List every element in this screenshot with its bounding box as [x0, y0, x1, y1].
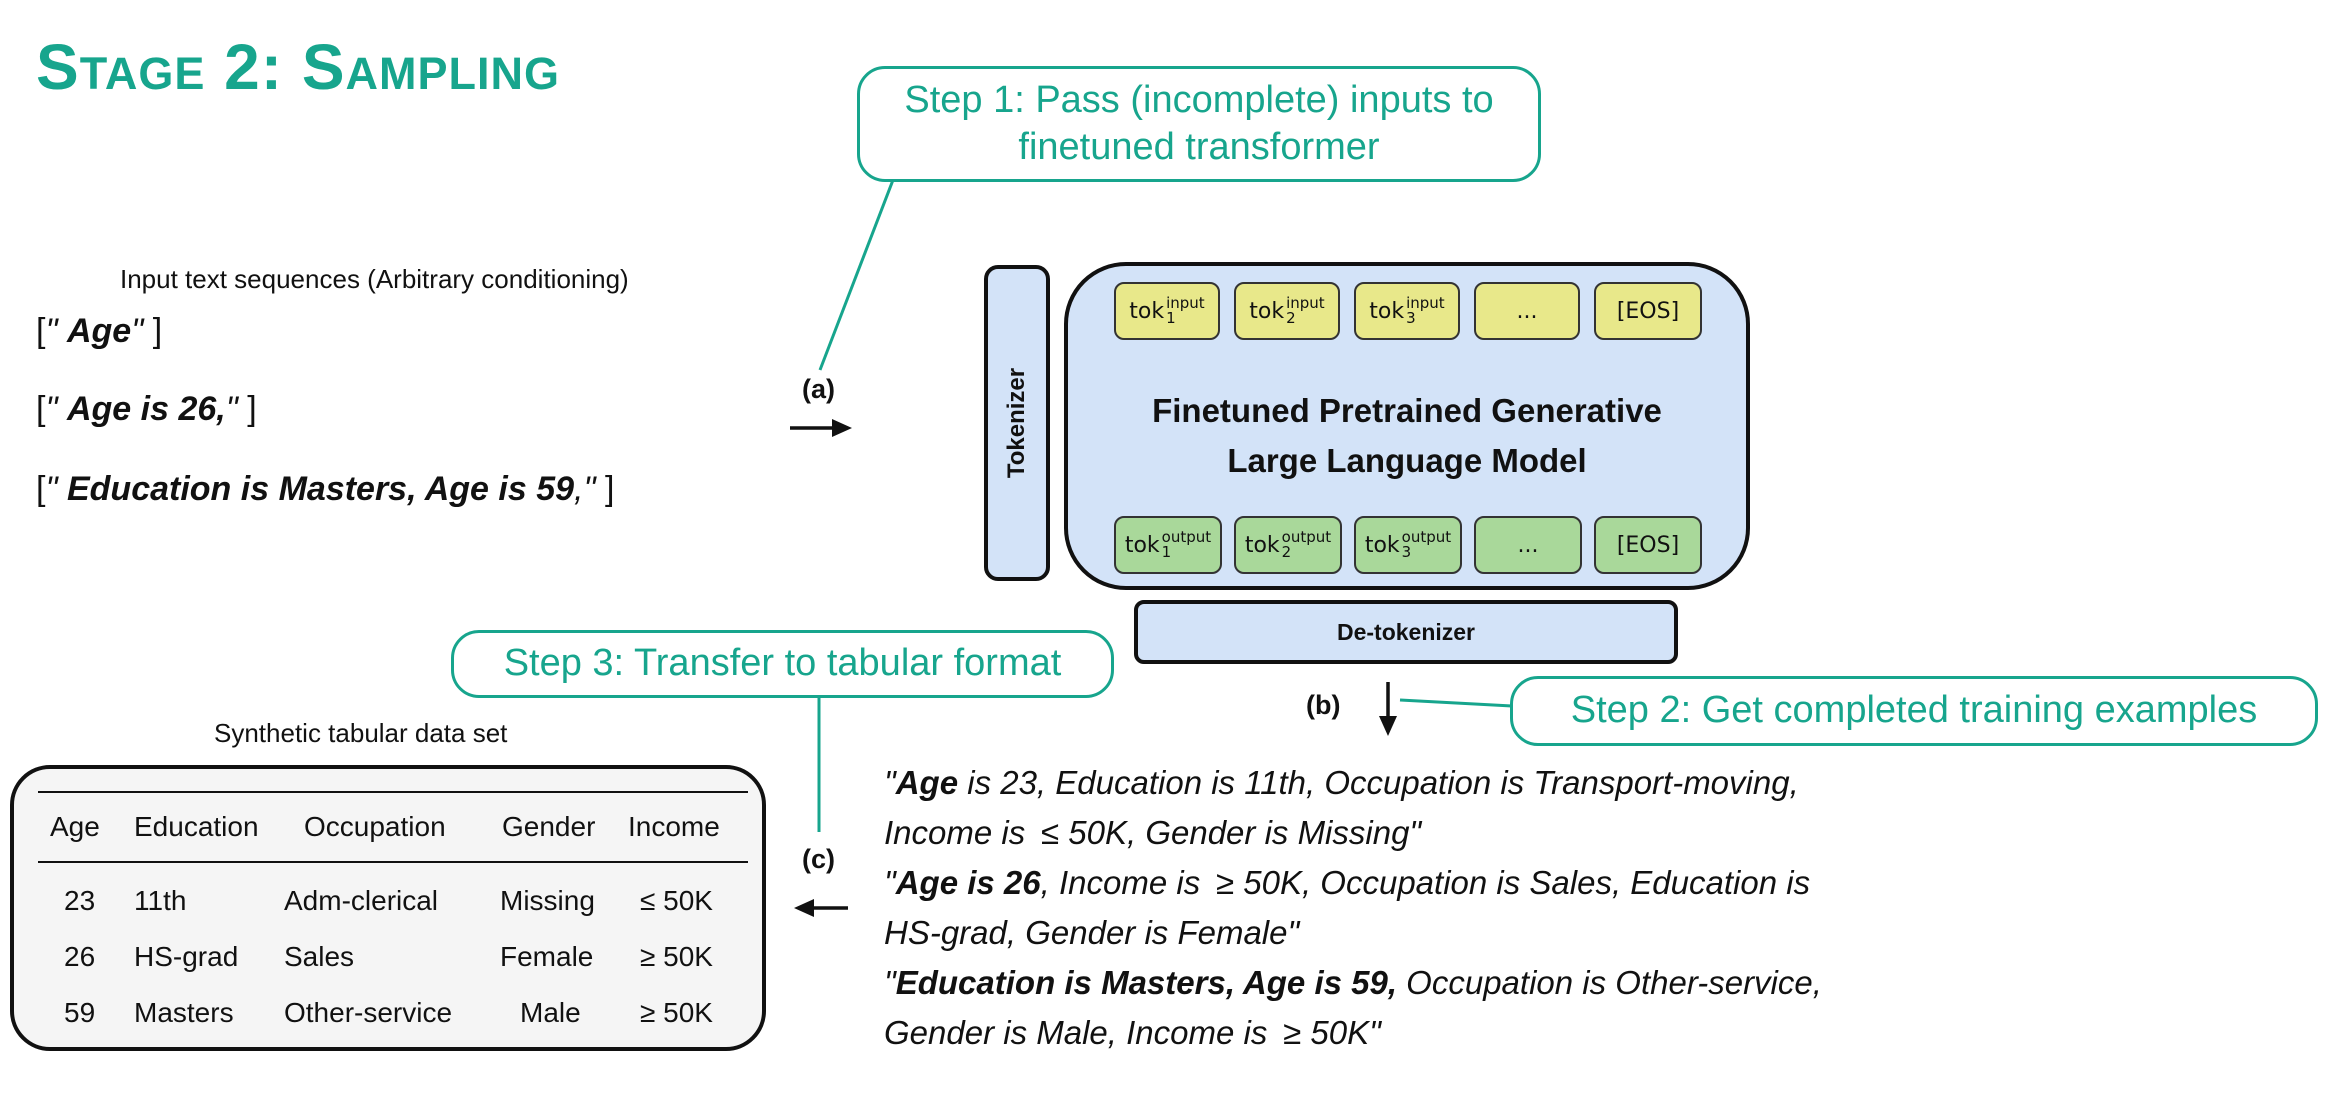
input-token-ellipsis: ... [1474, 282, 1580, 340]
output-token-3-sub: 3 [1401, 543, 1412, 561]
table-header-age: Age [50, 811, 100, 842]
arrow-label-b: (b) [1306, 690, 1341, 720]
arrow-c-head [794, 899, 814, 917]
example-2-rest: , Income is ≥ 50K, Occupation is Sales, … [1040, 864, 1811, 901]
input-token-3-base: tok [1369, 298, 1405, 324]
input-sequences-heading: Input text sequences (Arbitrary conditio… [120, 264, 629, 294]
input-token-1-base: tok [1129, 298, 1165, 324]
table-row-3-education: Masters [134, 997, 234, 1028]
table-row-3-income: ≥ 50K [640, 997, 713, 1028]
step3-callout: Step 3: Transfer to tabular format [451, 630, 1114, 698]
input-sequence-1: [" Age" ] [36, 312, 163, 350]
output-token-2-base: tok [1244, 532, 1280, 558]
table-header-gender: Gender [502, 811, 596, 842]
example-3-line1: "Education is Masters, Age is 59, Occupa… [884, 964, 1822, 1001]
table-row-2-income: ≥ 50K [640, 941, 713, 972]
step1-callout-line1: Step 1: Pass (incomplete) inputs to [904, 78, 1494, 121]
arrow-label-a: (a) [802, 374, 835, 404]
table-header-rule [38, 861, 748, 863]
input-token-eos: [EOS] [1594, 282, 1702, 340]
step1-connector [818, 179, 895, 371]
input-token-2-sub: 2 [1286, 309, 1296, 327]
example-1-line1: "Age is 23, Education is 11th, Occupatio… [884, 764, 1799, 801]
arrow-label-c: (c) [802, 844, 835, 874]
table-row-1-gender: Missing [500, 885, 595, 916]
output-token-ellipsis: ... [1474, 516, 1582, 574]
arrow-b-head [1379, 716, 1397, 736]
input-sequence-2-bold: Age is 26, [66, 390, 226, 428]
example-1-bold: Age [895, 764, 959, 801]
output-token-1-sup: output [1161, 528, 1212, 546]
example-2-bold: Age is 26 [895, 864, 1041, 901]
table-top-rule [38, 791, 748, 793]
table-row-3-occupation: Other-service [284, 997, 453, 1028]
table-title: Synthetic tabular data set [214, 718, 508, 748]
table-header-education: Education [134, 811, 259, 842]
input-token-3-sub: 3 [1406, 309, 1416, 327]
llm-label: Finetuned Pretrained Generative Large La… [1068, 386, 1746, 485]
tokenizer-label: Tokenizer [1003, 367, 1030, 479]
output-token-2-sub: 2 [1281, 543, 1292, 561]
arrow-a-head [832, 419, 852, 437]
step2-connector [1399, 698, 1513, 708]
table-row-2-education: HS-grad [134, 941, 239, 972]
input-sequence-1-bold: Age [66, 312, 132, 350]
table-row-2-occupation: Sales [284, 941, 355, 972]
table-row-2-age: 26 [64, 941, 96, 972]
input-token-2-sup: input [1286, 294, 1325, 312]
table-row-2-gender: Female [500, 941, 594, 972]
input-sequence-3: [" Education is Masters, Age is 59," ] [36, 470, 615, 508]
input-token-1-sup: input [1166, 294, 1205, 312]
example-2-line1: "Age is 26, Income is ≥ 50K, Occupation … [884, 864, 1811, 901]
input-token-2-base: tok [1249, 298, 1285, 324]
output-token-2-sup: output [1281, 528, 1332, 546]
example-1-rest: is 23, Education is 11th, Occupation is … [958, 764, 1799, 801]
table-row-1-income: ≤ 50K [640, 885, 713, 916]
step2-callout: Step 2: Get completed training examples [1510, 676, 2318, 746]
output-token-1-sub: 1 [1161, 543, 1172, 561]
input-sequence-3-rest: , [574, 470, 584, 508]
example-3-line2: Gender is Male, Income is ≥ 50K" [884, 1014, 1381, 1051]
example-2-line2: HS-grad, Gender is Female" [884, 914, 1300, 951]
input-token-1-sub: 1 [1166, 309, 1176, 327]
table-row-1-age: 23 [64, 885, 96, 916]
output-token-3-base: tok [1364, 532, 1400, 558]
table-row-1-education: 11th [134, 885, 187, 916]
step1-callout: Step 1: Pass (incomplete) inputs to fine… [857, 66, 1541, 182]
input-token-3-sup: input [1406, 294, 1445, 312]
example-3-rest: Occupation is Other-service, [1397, 964, 1822, 1001]
llm-label-line2: Large Language Model [1227, 441, 1587, 479]
table-row-1-occupation: Adm-clerical [284, 885, 439, 916]
detokenizer-block: De-tokenizer [1134, 600, 1678, 664]
page-title: Stage 2: Sampling [36, 31, 560, 103]
table-header-occupation: Occupation [304, 811, 446, 842]
step1-callout-line2: finetuned transformer [1018, 126, 1380, 168]
output-token-1-base: tok [1124, 532, 1160, 558]
llm-label-line1: Finetuned Pretrained Generative [1152, 392, 1662, 429]
output-token-eos: [EOS] [1594, 516, 1702, 574]
table-row-3-age: 59 [64, 997, 96, 1028]
input-sequence-3-bold: Education is Masters, Age is 59 [66, 470, 575, 508]
table-row-3-gender: Male [520, 997, 581, 1028]
tokenizer-block: Tokenizer [984, 265, 1050, 581]
input-sequence-2: [" Age is 26," ] [36, 390, 257, 428]
table-header-income: Income [628, 811, 720, 842]
example-1-line2: Income is ≤ 50K, Gender is Missing" [884, 814, 1422, 851]
example-3-bold: Education is Masters, Age is 59, [895, 964, 1398, 1001]
output-token-3-sup: output [1401, 528, 1452, 546]
completed-examples: "Age is 23, Education is 11th, Occupatio… [884, 758, 1822, 1058]
synthetic-table: Age Education Occupation Gender Income 2… [10, 765, 766, 1051]
